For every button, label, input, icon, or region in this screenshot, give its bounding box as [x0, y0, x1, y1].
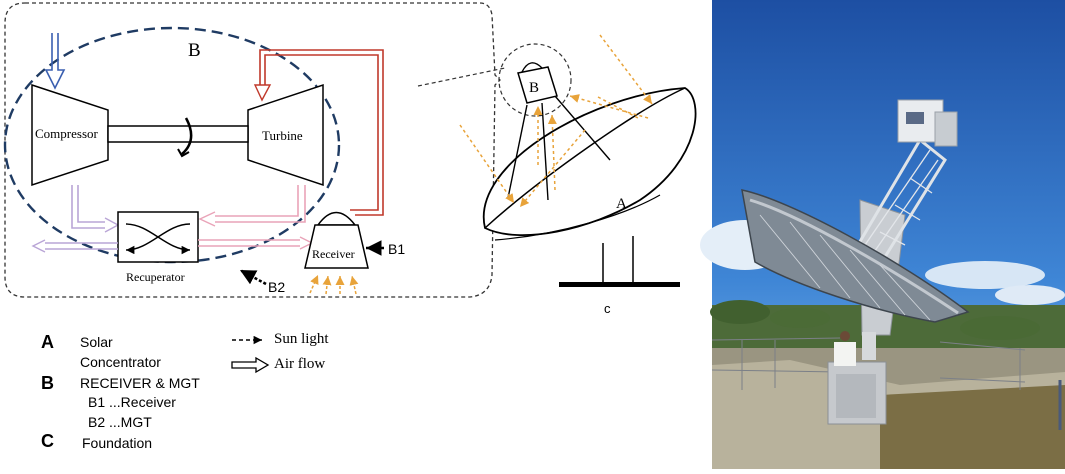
turbine-shape: [247, 83, 324, 187]
legend-b-text: RECEIVER & MGT: [80, 375, 200, 391]
schematic-callout-outline: [4, 2, 501, 298]
region-b-label: B: [188, 40, 201, 61]
dish-receiver-block: [517, 66, 558, 104]
dish-pedestal: [602, 236, 634, 283]
exhaust-path: [215, 185, 306, 223]
compressor-shape: [31, 83, 109, 187]
legend-b1-text: B1 ...Receiver: [88, 394, 176, 410]
dish-foundation: [559, 282, 680, 287]
b2-pointer: [239, 268, 267, 286]
site-photo: [700, 0, 1065, 469]
dish-concentrator-label: A: [616, 196, 627, 212]
legend-letter-b: B: [41, 373, 54, 393]
b2-label: B2: [268, 279, 285, 295]
legend-c-text: Foundation: [82, 435, 153, 451]
compressed-air-path: [71, 185, 105, 229]
rotation-arrow: [181, 117, 193, 155]
dish-foundation-label: c: [604, 301, 611, 316]
callout-connector: [417, 67, 506, 87]
legend-letter-a: A: [41, 332, 54, 352]
air-flow-key-label: Air flow: [274, 356, 326, 372]
receiver-dome: [316, 211, 357, 226]
receiver-sunlight-arrows: [309, 274, 359, 295]
legend-b2-text: B2 ...MGT: [88, 414, 152, 430]
b1-label: B1: [388, 241, 405, 257]
receiver-zoom-circle: [498, 43, 572, 117]
compressor-label: Compressor: [35, 126, 99, 141]
air-flow-key-arrow: [231, 356, 270, 374]
recuperator-label: Recuperator: [126, 270, 185, 284]
receiver-label: Receiver: [312, 247, 355, 261]
dish-rim-line: [484, 87, 686, 229]
legend-letter-c: C: [41, 431, 54, 451]
receiver-struts: [507, 95, 611, 201]
receiver-shape: [304, 224, 369, 269]
hot-gas-path: [264, 54, 379, 211]
shaft: [107, 125, 249, 143]
air-inlet-arrow: [44, 33, 66, 90]
sun-light-key-label: Sun light: [274, 331, 329, 347]
legend-a-text: Solar: [80, 334, 113, 350]
legend-a-text-line2: Concentrator: [80, 354, 161, 370]
dish-receiver-label: B: [529, 80, 539, 96]
turbine-label: Turbine: [262, 128, 303, 143]
dish-sunlight-arrows: [459, 34, 653, 208]
